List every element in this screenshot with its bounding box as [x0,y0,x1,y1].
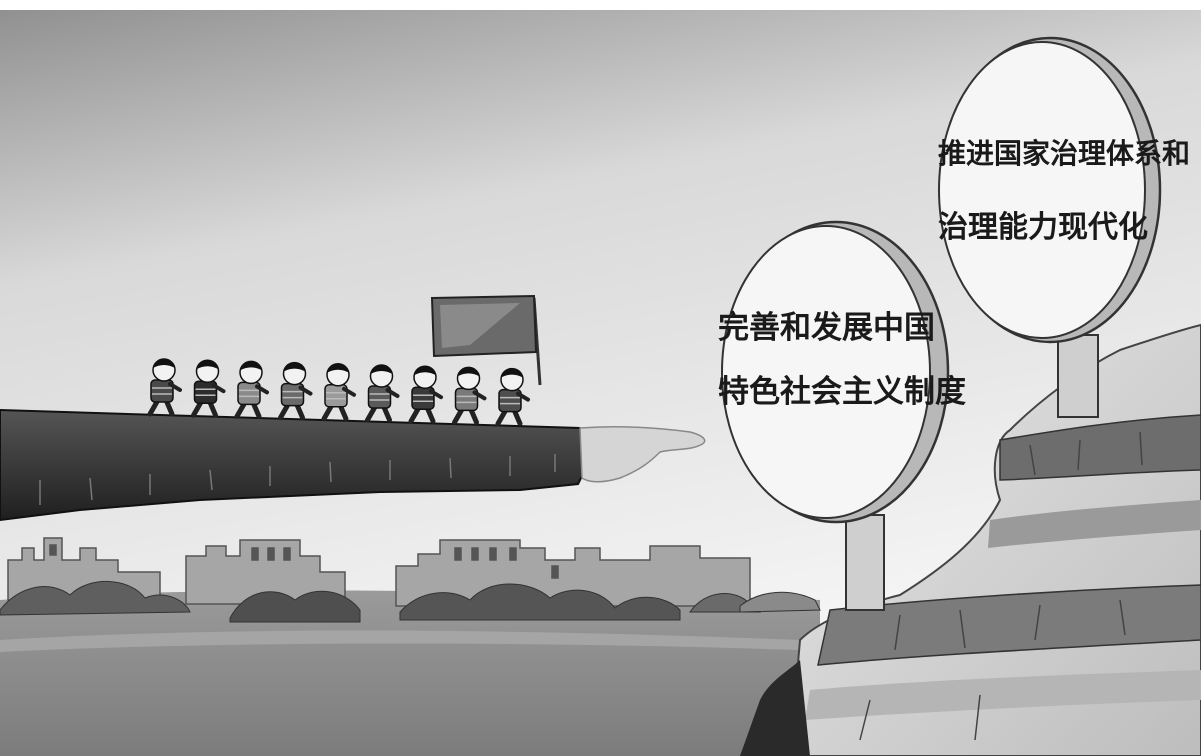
lower-sign-post [845,514,885,611]
marcher [495,367,530,427]
marcher [321,363,356,422]
city-wall-middle [185,539,346,605]
top-white-band [0,0,1201,10]
lower-sign-line-2: 特色社会主义制度 [718,374,966,410]
marcher [452,366,487,425]
mountain-band-3 [817,584,1201,666]
ground-highlight [0,630,800,652]
flag-highlight [440,303,520,348]
mountain-band-2 [988,500,1201,548]
lower-sign-line-1: 完善和发展中国 [718,310,935,346]
bushes [0,581,821,623]
marcher [408,365,443,424]
marcher [278,361,313,421]
marcher [191,359,226,418]
mountain-shadow [740,660,810,756]
cliff-grass [39,454,556,505]
marchers-group [147,358,530,427]
upper-sign-post [1057,334,1099,418]
marcher [365,364,400,423]
marcher [147,358,182,417]
marcher [234,360,269,419]
mountain-band-4 [805,670,1201,720]
mountain-band-1 [999,414,1201,481]
mountain-cracks [859,431,1143,741]
upper-sign-face [938,41,1146,339]
lower-sign-face [721,225,931,519]
upper-sign-line-2: 治理能力现代化 [938,210,1148,245]
upper-sign-line-1: 推进国家治理体系和 [938,137,1191,170]
cliff-edge-mist [579,426,706,483]
ground-band [0,590,820,756]
